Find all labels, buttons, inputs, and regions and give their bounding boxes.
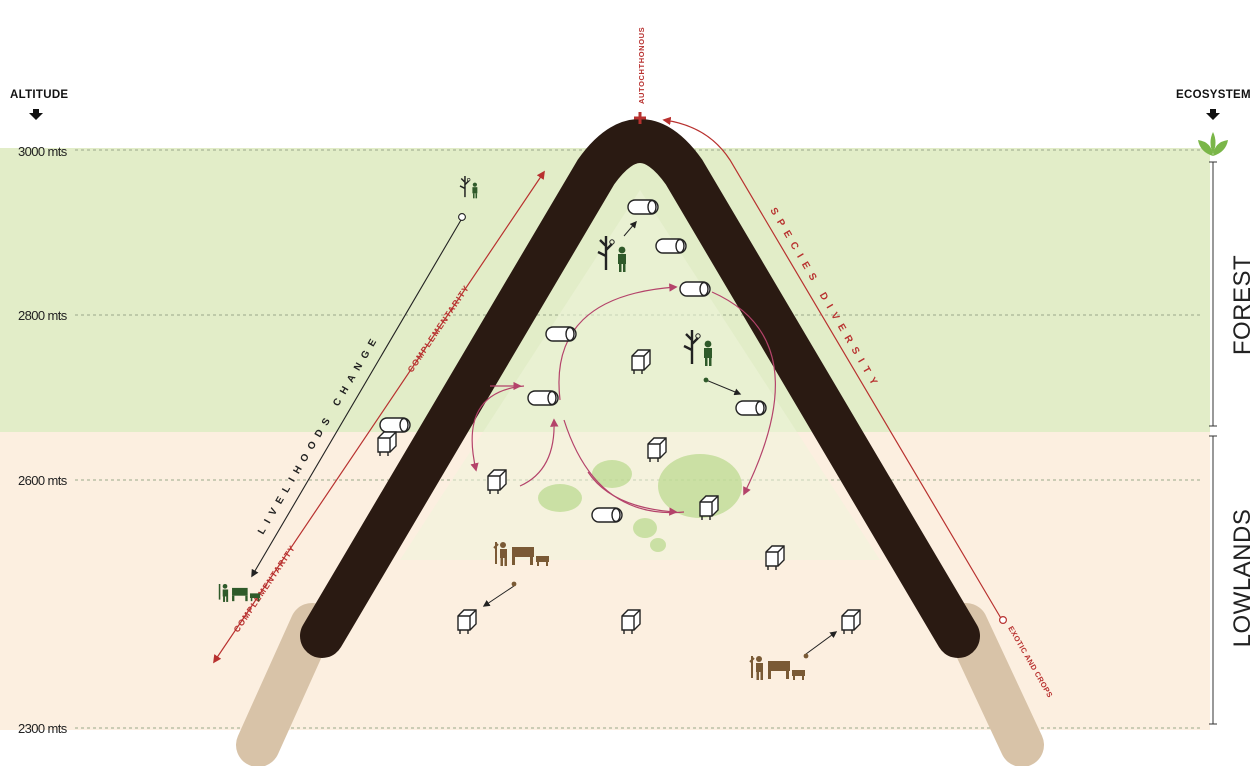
altitude-label-3000: 3000 mts — [18, 144, 68, 159]
zone-brackets — [1209, 161, 1217, 725]
autochthonous-label: AUTOCHTHONOUS — [637, 27, 646, 104]
log-icon — [527, 390, 559, 406]
livelihoods-change-arrow — [251, 219, 462, 578]
log-icon — [591, 507, 623, 523]
log-icon — [655, 238, 687, 254]
log-icon — [545, 326, 577, 342]
species-diversity-arrow — [662, 116, 1003, 621]
leaf-icon — [1198, 132, 1228, 156]
altitude-down-arrow-icon — [29, 109, 43, 120]
farmer-small-icon — [218, 584, 261, 602]
altitude-label-2300: 2300 mts — [18, 721, 68, 736]
ecosystem-down-arrow-icon — [1206, 109, 1220, 120]
altitude-header: ALTITUDE — [10, 89, 68, 101]
altitude-label-2600: 2600 mts — [18, 473, 68, 488]
mountain-shape — [300, 119, 980, 658]
connector-dots — [511, 377, 809, 659]
altitude-label-2800: 2800 mts — [18, 308, 68, 323]
log-icon — [379, 417, 411, 433]
zone-label-lowlands: LOWLANDS — [1229, 509, 1256, 648]
vegetation-blobs — [538, 454, 742, 552]
livelihoods-origin-dot — [458, 213, 466, 221]
exotic-origin-dot — [998, 615, 1007, 624]
ecosystem-header: ECOSYSTEM — [1176, 89, 1251, 101]
complementarity-arrow — [213, 170, 545, 664]
zone-label-forest: FOREST — [1229, 255, 1256, 355]
log-icon — [735, 400, 767, 416]
log-icon — [679, 281, 711, 297]
connector-arrows — [482, 220, 838, 655]
autochthonous-marker — [634, 112, 646, 124]
cycle-arrows — [470, 283, 776, 516]
log-icon — [627, 199, 659, 215]
